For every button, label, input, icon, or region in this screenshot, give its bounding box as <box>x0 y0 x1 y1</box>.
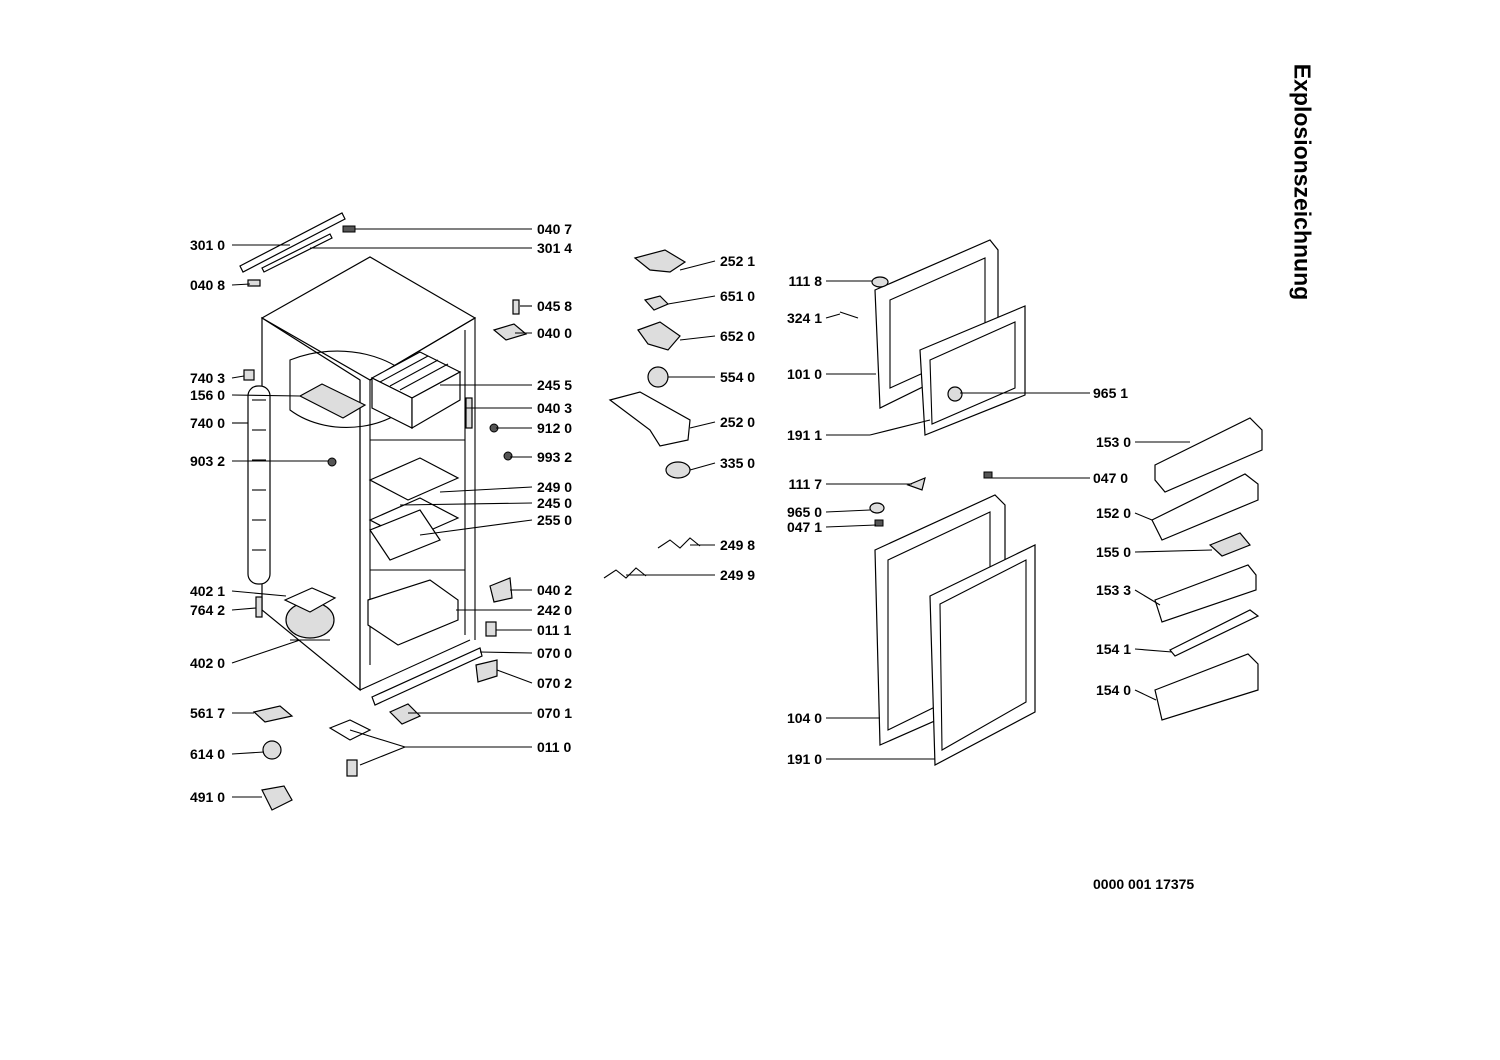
label-912-0: 912 0 <box>537 420 573 436</box>
label-191-1: 191 1 <box>786 427 822 443</box>
hinge-pin-2 <box>983 471 993 479</box>
label-301-0: 301 0 <box>189 237 225 253</box>
label-561-7: 561 7 <box>189 705 225 721</box>
label-154-1: 154 1 <box>1095 641 1131 657</box>
label-402-0: 402 0 <box>189 655 225 671</box>
label-154-0: 154 0 <box>1095 682 1131 698</box>
label-101-0: 101 0 <box>786 366 822 382</box>
label-764-2: 764 2 <box>189 602 225 618</box>
ice-cube-tray <box>298 383 367 419</box>
hinge-cover <box>475 659 498 683</box>
label-245-5: 245 5 <box>537 377 573 393</box>
condenser-clip <box>243 369 255 381</box>
top-hinge <box>492 323 528 341</box>
label-156-0: 156 0 <box>189 387 225 403</box>
lamp <box>503 451 513 461</box>
label-402-1: 402 1 <box>189 583 225 599</box>
label-965-1: 965 1 <box>1093 385 1129 401</box>
label-152-0: 152 0 <box>1095 505 1131 521</box>
label-740-0: 740 0 <box>189 415 225 431</box>
label-070-1: 070 1 <box>537 705 573 721</box>
label-040-7: 040 7 <box>537 221 573 237</box>
label-242-0: 242 0 <box>537 602 573 618</box>
label-191-0: 191 0 <box>786 751 822 767</box>
lamp-screw <box>327 457 337 467</box>
label-614-0: 614 0 <box>189 746 225 762</box>
label-040-3: 040 3 <box>537 400 573 416</box>
freezer-door <box>874 239 1026 436</box>
label-153-3: 153 3 <box>1095 582 1131 598</box>
electrical-parts <box>603 249 701 579</box>
label-324-1: 324 1 <box>786 310 822 326</box>
label-491-0: 491 0 <box>189 789 225 805</box>
label-111-8: 111 8 <box>788 273 823 289</box>
freezer-compartment <box>370 351 462 430</box>
door-plug <box>947 386 963 402</box>
label-249-0: 249 0 <box>537 479 573 495</box>
label-301-4: 301 4 <box>537 240 573 256</box>
label-252-1: 252 1 <box>720 253 756 269</box>
label-993-2: 993 2 <box>537 449 573 465</box>
label-335-0: 335 0 <box>720 455 756 471</box>
foot <box>485 621 497 637</box>
label-255-0: 255 0 <box>537 512 573 528</box>
label-045-8: 045 8 <box>537 298 573 314</box>
label-153-0: 153 0 <box>1095 434 1131 450</box>
rail-clip-2 <box>247 279 261 287</box>
label-903-2: 903 2 <box>189 453 225 469</box>
hinge-bracket <box>489 577 513 603</box>
overload-protector <box>262 740 282 760</box>
kick-plate-cover <box>388 703 422 725</box>
label-047-1: 047 1 <box>786 519 822 535</box>
label-070-2: 070 2 <box>537 675 573 691</box>
label-040-0: 040 0 <box>537 325 573 341</box>
label-011-0: 011 0 <box>537 739 572 755</box>
thermostat-bracket <box>252 705 294 723</box>
condenser-coil <box>247 385 271 585</box>
evaporator-pipe <box>465 397 473 429</box>
label-040-2: 040 2 <box>537 582 573 598</box>
door-pin <box>839 311 859 319</box>
fridge-shelves <box>368 457 460 561</box>
label-245-0: 245 0 <box>537 495 573 511</box>
label-111-7: 111 7 <box>788 476 823 492</box>
hinge-bushing <box>869 502 885 514</box>
kick-plate <box>371 647 483 706</box>
document-number: 0000 001 17375 <box>1093 876 1195 892</box>
door-bins <box>1151 417 1263 721</box>
door-hinge-cover <box>906 476 926 491</box>
label-047-0: 047 0 <box>1093 470 1129 486</box>
label-652-0: 652 0 <box>720 328 756 344</box>
label-651-0: 651 0 <box>720 288 756 304</box>
crisper-drawer <box>367 579 459 646</box>
top-rail-2 <box>261 233 333 273</box>
label-104-0: 104 0 <box>786 710 822 726</box>
label-155-0: 155 0 <box>1095 544 1131 560</box>
terminal-cover <box>261 785 293 811</box>
label-252-0: 252 0 <box>720 414 756 430</box>
hinge-pin <box>874 519 884 527</box>
fridge-door <box>874 494 1036 766</box>
top-rail <box>239 212 346 273</box>
label-070-0: 070 0 <box>537 645 573 661</box>
label-011-1: 011 1 <box>537 622 572 638</box>
label-249-8: 249 8 <box>720 537 756 553</box>
adjustable-foot <box>346 759 358 777</box>
label-740-3: 740 3 <box>189 370 225 386</box>
label-965-0: 965 0 <box>786 504 822 520</box>
screw <box>512 299 520 315</box>
label-249-9: 249 9 <box>720 567 756 583</box>
door-stop <box>871 276 889 288</box>
compressor <box>283 587 337 641</box>
label-554-0: 554 0 <box>720 369 756 385</box>
label-040-8: 040 8 <box>189 277 225 293</box>
relay <box>255 596 263 618</box>
